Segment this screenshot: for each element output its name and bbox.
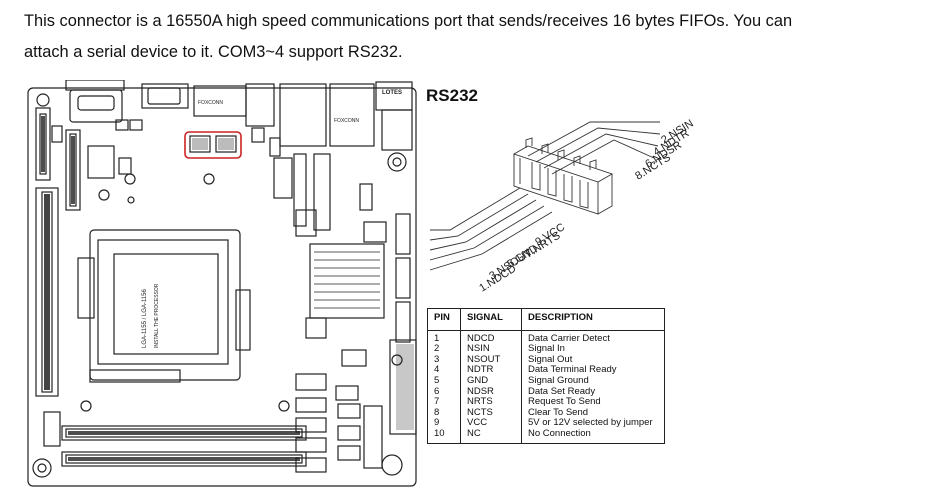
table-row: 6 NDSR Data Set Ready <box>428 385 665 398</box>
signal-cell: NDSR <box>460 386 522 398</box>
pin-cell: 8 <box>434 406 440 418</box>
description-cell: Signal Ground <box>521 375 665 387</box>
table-header-row: PIN SIGNAL DESCRIPTION <box>427 308 665 331</box>
signal-cell: NSOUT <box>460 354 522 366</box>
table-row: 2 NSIN Signal In <box>428 344 665 355</box>
header-pin: PIN <box>427 308 461 331</box>
table-row: 4 NDTR Data Terminal Ready <box>428 365 665 376</box>
lotes-label: LOTES <box>382 90 402 96</box>
signal-cell: VCC <box>460 418 522 429</box>
pin-cell: 5 <box>434 374 440 386</box>
table-row: 9 VCC 5V or 12V selected by jumper <box>428 418 665 429</box>
description-cell: Signal In <box>521 344 665 355</box>
pin-cell: 2 <box>434 343 440 355</box>
pin-cell: 9 <box>434 417 440 429</box>
table-row: 10 NC No Connection <box>428 427 665 444</box>
pin-cell: 6 <box>434 385 440 397</box>
signal-cell: NDCD <box>460 330 522 345</box>
intro-paragraph: This connector is a 16550A high speed co… <box>24 6 939 68</box>
signal-cell: NCTS <box>460 407 522 419</box>
pin-definition-table: PIN SIGNAL DESCRIPTION 1 NDCD Data Carri… <box>427 308 665 444</box>
header-description: DESCRIPTION <box>521 308 665 331</box>
table-row: 5 GND Signal Ground <box>428 374 665 387</box>
lga-warning: INSTALL THE PROCESSOR <box>154 283 160 348</box>
table-row: 8 NCTS Clear To Send <box>428 406 665 419</box>
table-row: 1 NDCD Data Carrier Detect <box>428 330 665 345</box>
signal-cell: GND <box>460 375 522 387</box>
signal-cell: NSIN <box>460 344 522 355</box>
rs232-title: RS232 <box>426 86 478 105</box>
header-signal: SIGNAL <box>460 308 522 331</box>
description-cell: 5V or 12V selected by jumper <box>521 418 665 429</box>
lga-label: LGA-1155 / LGA-1156 <box>142 289 148 348</box>
pin-cell: 3 <box>434 353 440 365</box>
description-cell: No Connection <box>521 428 665 444</box>
description-cell: Signal Out <box>521 354 665 366</box>
signal-cell: NRTS <box>460 397 522 408</box>
foxconn-label-1: FOXCONN <box>198 100 223 106</box>
table-row: 7 NRTS Request To Send <box>428 397 665 408</box>
rs232-connector-diagram: 2.NSIN 4.NDTR 6.NDSR 8.NCTS 9.VCC 7.NRTS… <box>429 118 696 295</box>
pin-cell: 4 <box>434 364 440 376</box>
motherboard-diagram: FOXCONN FOXCONN LOTES LGA-1155 / LGA-115… <box>27 80 417 487</box>
table-row: 3 NSOUT Signal Out <box>428 353 665 366</box>
description-cell: Data Carrier Detect <box>521 330 665 345</box>
signal-cell: NDTR <box>460 365 522 376</box>
description-cell: Data Terminal Ready <box>521 365 665 376</box>
pin-cell: 10 <box>434 427 445 439</box>
pin-cell: 7 <box>434 396 440 408</box>
signal-cell: NC <box>460 428 522 444</box>
description-cell: Request To Send <box>521 397 665 408</box>
description-cell: Clear To Send <box>521 407 665 419</box>
intro-line-2: attach a serial device to it. COM3~4 sup… <box>24 43 403 61</box>
foxconn-label-2: FOXCONN <box>334 118 359 124</box>
description-cell: Data Set Ready <box>521 386 665 398</box>
pin-cell: 1 <box>434 332 440 344</box>
intro-line-1: This connector is a 16550A high speed co… <box>24 12 793 30</box>
